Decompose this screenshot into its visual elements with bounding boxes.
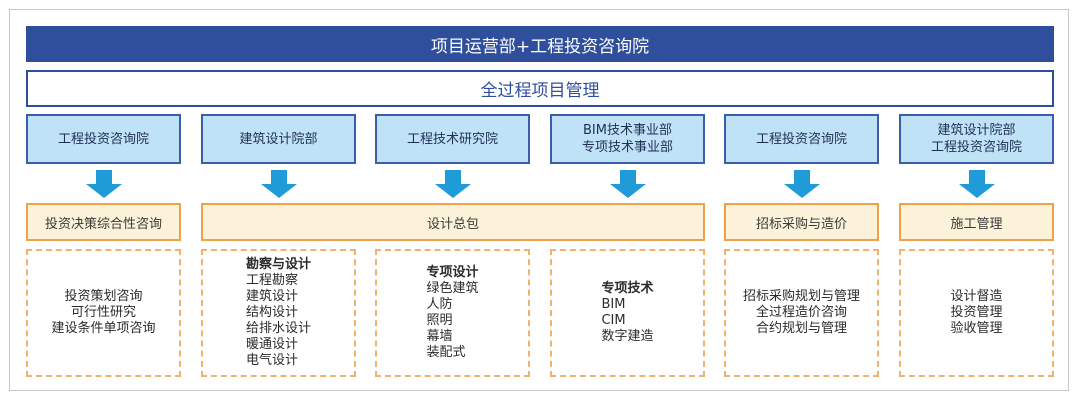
detail-item: 幕墙 xyxy=(426,329,453,344)
detail-item: 可行性研究 xyxy=(70,305,136,320)
dept-box-3: 工程技术研究院 xyxy=(375,114,530,164)
detail-item: 结构设计 xyxy=(245,305,298,320)
subheader-title: 全过程项目管理 xyxy=(480,81,600,101)
detail-item: 工程勘察 xyxy=(245,273,298,288)
dept-box-1: 工程投资咨询院 xyxy=(26,114,181,164)
detail-item: 数字建造 xyxy=(601,329,654,344)
phase-investment: 投资决策综合性咨询 xyxy=(26,203,181,241)
detail-item: 绿色建筑 xyxy=(426,281,479,296)
detail-item: 人防 xyxy=(426,297,453,312)
detail-box-1: 投资策划咨询 可行性研究 建设条件单项咨询 xyxy=(26,249,181,377)
arrow-down-icon xyxy=(261,170,297,198)
detail-item: 建筑设计 xyxy=(245,289,298,304)
arrow-down-icon xyxy=(784,170,820,198)
arrow-down-icon xyxy=(435,170,471,198)
detail-item: 投资策划咨询 xyxy=(64,289,143,304)
phase-procurement: 招标采购与造价 xyxy=(724,203,879,241)
detail-title: 专项设计 xyxy=(426,265,479,280)
detail-box-5: 招标采购规划与管理 全过程造价咨询 合约规划与管理 xyxy=(724,249,879,377)
detail-item: 全过程造价咨询 xyxy=(755,305,847,320)
detail-item: 暖通设计 xyxy=(245,337,298,352)
detail-title: 专项技术 xyxy=(601,281,654,296)
arrow-down-icon xyxy=(610,170,646,198)
detail-title: 勘察与设计 xyxy=(245,257,311,272)
arrow-down-icon xyxy=(86,170,122,198)
detail-item: 验收管理 xyxy=(950,321,1003,336)
detail-box-4: 专项技术 BIM CIM 数字建造 xyxy=(550,249,705,377)
detail-item: 装配式 xyxy=(426,345,466,360)
phase-construction: 施工管理 xyxy=(899,203,1054,241)
detail-item: 照明 xyxy=(426,313,453,328)
detail-item: 设计督造 xyxy=(950,289,1003,304)
detail-box-3: 专项设计 绿色建筑 人防 照明 幕墙 装配式 xyxy=(375,249,530,377)
detail-item: 给排水设计 xyxy=(245,321,311,336)
dept-box-4: BIM技术事业部 专项技术事业部 xyxy=(550,114,705,164)
header-bar: 项目运营部+工程投资咨询院 xyxy=(26,26,1054,62)
detail-item: CIM xyxy=(601,313,626,328)
phase-design: 设计总包 xyxy=(201,203,705,241)
detail-item: 建设条件单项咨询 xyxy=(51,321,156,336)
detail-item: 电气设计 xyxy=(245,353,298,368)
detail-box-6: 设计督造 投资管理 验收管理 xyxy=(899,249,1054,377)
dept-box-5: 工程投资咨询院 xyxy=(724,114,879,164)
detail-item: 投资管理 xyxy=(950,305,1003,320)
arrow-down-icon xyxy=(959,170,995,198)
detail-item: BIM xyxy=(601,297,626,312)
diagram-frame xyxy=(9,9,1069,391)
header-title: 项目运营部+工程投资咨询院 xyxy=(430,36,650,57)
dept-box-2: 建筑设计院部 xyxy=(201,114,356,164)
dept-box-6: 建筑设计院部 工程投资咨询院 xyxy=(899,114,1054,164)
subheader-bar: 全过程项目管理 xyxy=(26,70,1054,107)
detail-item: 招标采购规划与管理 xyxy=(742,289,860,304)
detail-box-2: 勘察与设计 工程勘察 建筑设计 结构设计 给排水设计 暖通设计 电气设计 xyxy=(201,249,356,377)
detail-item: 合约规划与管理 xyxy=(755,321,847,336)
